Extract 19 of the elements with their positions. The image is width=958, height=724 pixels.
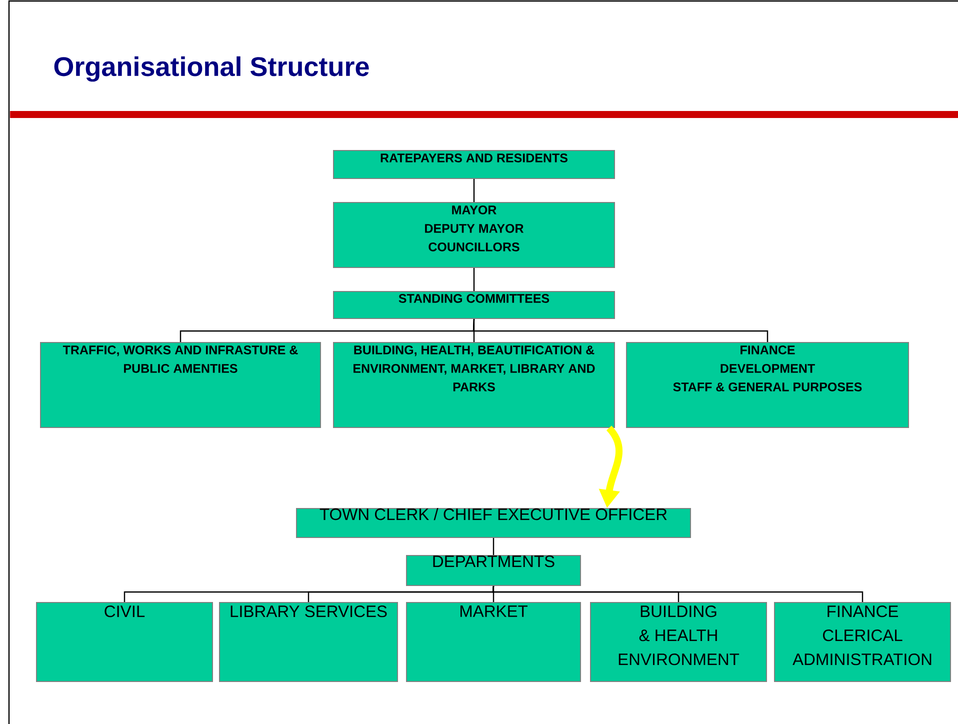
org-box: RATEPAYERS AND RESIDENTS (333, 150, 615, 179)
connector-line (473, 179, 475, 202)
department-box: CIVIL (36, 602, 213, 682)
title: Organisational Structure (54, 56, 369, 82)
org-box: STANDING COMMITTEES (333, 291, 615, 319)
connector-line (472, 318, 768, 342)
connector-line (492, 538, 494, 555)
department-box: LIBRARY SERVICES (219, 602, 398, 682)
org-box: DEPARTMENTS (406, 555, 581, 586)
department-box: FINANCE CLERICAL ADMINISTRATION (774, 602, 951, 682)
department-box: BUILDING & HEALTH ENVIRONMENT (590, 602, 767, 682)
org-box: TOWN CLERK / CHIEF EXECUTIVE OFFICER (296, 508, 691, 538)
committee-box: BUILDING, HEALTH, BEAUTIFICATION & ENVIRONMENT, MARKET, LIBRARY AND PARKS (333, 342, 615, 428)
committee-box: FINANCE DEVELOPMENT STAFF & GENERAL PURPOSES (626, 342, 909, 428)
committee-box: TRAFFIC, WORKS AND INFRASTURE & PUBLIC AMENTIES (40, 342, 321, 428)
department-box: MARKET (406, 602, 581, 682)
connector-line (473, 268, 475, 291)
org-box: MAYOR DEPUTY MAYOR COUNCILLORS (333, 202, 615, 268)
connector-line (492, 586, 864, 602)
